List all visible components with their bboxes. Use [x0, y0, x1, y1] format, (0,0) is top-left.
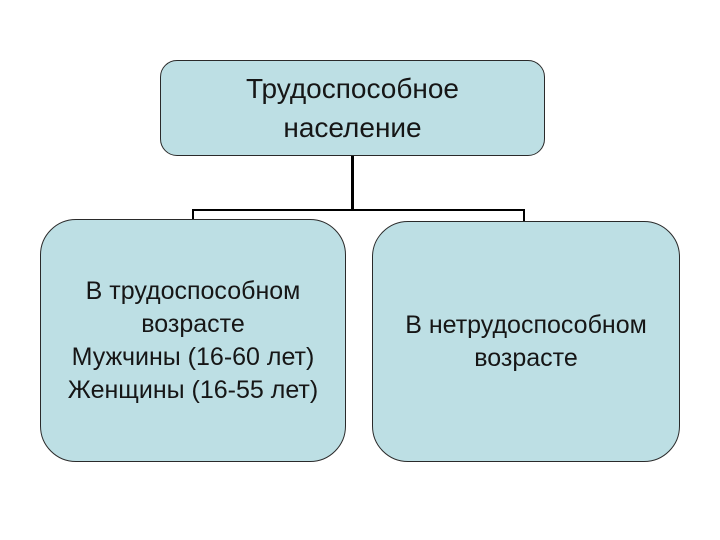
node-non-working-age-text-line1: В нетрудоспособном [405, 310, 647, 339]
node-non-working-age-text-line2: возрасте [474, 343, 578, 372]
diagram-node-root: Трудоспособное население [160, 60, 545, 156]
connector-horizontal-bar [192, 209, 525, 211]
diagram-node-working-age: В трудоспособном возрасте Мужчины (16-60… [40, 219, 346, 462]
node-working-age-text-line4: Женщины (16-55 лет) [67, 375, 319, 404]
connector-root-stem [351, 156, 354, 211]
node-working-age-text-line3: Мужчины (16-60 лет) [71, 342, 315, 371]
node-root-text-line1: Трудоспособное [245, 73, 460, 104]
node-working-age-text-line2: возрасте [141, 309, 245, 338]
connector-drop-right [523, 209, 525, 221]
node-root-text-line2: население [283, 112, 422, 143]
node-working-age-text-line1: В трудоспособном [85, 276, 301, 305]
connector-drop-left [192, 209, 194, 220]
diagram-node-non-working-age: В нетрудоспособном возрасте [372, 221, 680, 462]
